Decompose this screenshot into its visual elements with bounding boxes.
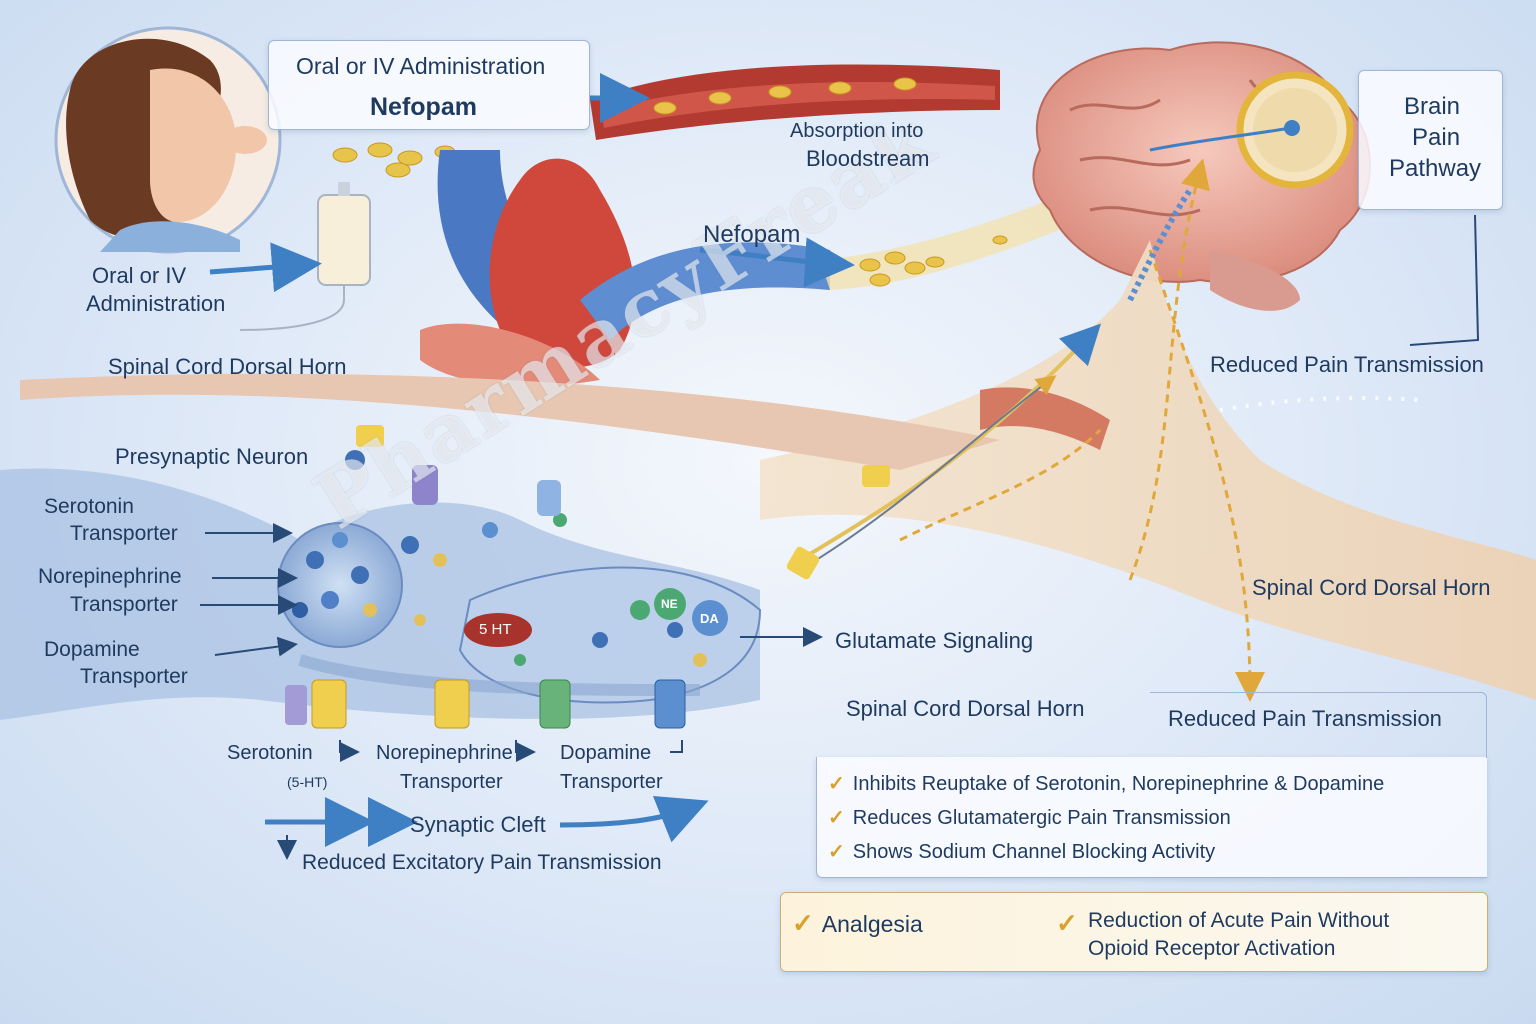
flow-arrows: [209, 73, 855, 847]
check-icon: ✓: [792, 908, 814, 938]
da-badge: DA: [700, 611, 719, 626]
brain-box-line2: Pain: [1412, 124, 1461, 151]
brain-illustration: [1032, 41, 1371, 311]
administration-title: Oral or IV Administration: [296, 53, 546, 79]
pills-cluster: [332, 142, 456, 178]
reduced-excitatory-label: Reduced Excitatory Pain Transmission: [302, 851, 662, 874]
ne-bottom-label-2: Transporter: [400, 771, 503, 793]
reduced-pain-label-top: Reduced Pain Transmission: [1210, 352, 1484, 377]
heart-vessels: [420, 150, 830, 386]
mechanism-item-1: ✓ Inhibits Reuptake of Serotonin, Norepin…: [828, 771, 1384, 796]
sert-label-2: Transporter: [70, 522, 178, 545]
da-bottom-label-1: Dopamine: [560, 742, 652, 764]
brain-box-line1: Brain: [1404, 93, 1461, 120]
mechanism-text-2: Reduces Glutamatergic Pain Transmission: [852, 807, 1231, 829]
mechanism-text-1: Inhibits Reuptake of Serotonin, Norepine…: [852, 773, 1385, 795]
check-icon: ✓: [828, 807, 845, 829]
drug-stream: [820, 180, 1110, 290]
dorsal-horn-label-right: Spinal Cord Dorsal Horn: [1252, 575, 1491, 600]
glutamate-label: Glutamate Signaling: [835, 628, 1034, 653]
iv-label-line1: Oral or IV: [92, 263, 187, 288]
5ht-badge: 5 HT: [479, 621, 512, 638]
net-label-2: Transporter: [70, 593, 178, 616]
mechanism-item-2: ✓ Reduces Glutamatergic Pain Transmission: [828, 805, 1231, 830]
dorsal-horn-label-top: Spinal Cord Dorsal Horn: [108, 354, 347, 379]
blood-vessel-top: [590, 64, 1000, 140]
presynaptic-label: Presynaptic Neuron: [115, 444, 309, 469]
sert-label-1: Serotonin: [44, 495, 134, 518]
outcome-analgesia: ✓ Analgesia: [792, 908, 923, 939]
neurotransmitter-vesicles: [292, 450, 707, 667]
dat-label-1: Dopamine: [44, 638, 140, 661]
analgesia-text: Analgesia: [821, 911, 923, 937]
serotonin-bottom-sub: (5-HT): [287, 774, 328, 790]
dat-label-2: Transporter: [80, 665, 188, 688]
check-icon: ✓: [828, 773, 845, 795]
check-icon: ✓: [1056, 908, 1078, 938]
pointer-lines: [200, 214, 1480, 860]
drug-name-title: Nefopam: [370, 93, 477, 121]
patient-portrait: [54, 26, 282, 254]
dorsal-horn-label-mid: Spinal Cord Dorsal Horn: [846, 696, 1085, 721]
mechanism-box: [816, 757, 1487, 878]
serotonin-bottom-label: Serotonin: [227, 742, 313, 764]
mechanism-box-top-border: [1150, 692, 1487, 758]
net-label-1: Norepinephrine: [38, 565, 182, 588]
synaptic-cleft-label: Synaptic Cleft: [410, 812, 546, 837]
iv-bag-illustration: [239, 182, 371, 331]
brain-pathway-box: [1358, 70, 1503, 210]
administration-box: [268, 40, 590, 130]
mechanism-text-3: Shows Sodium Channel Blocking Activity: [852, 841, 1216, 863]
pathway-arrows: [798, 158, 1421, 702]
bloodstream-drug-label: Nefopam: [703, 221, 801, 248]
outcome-reduction-line1: Reduction of Acute Pain Without: [1088, 909, 1390, 932]
spinal-cord: [20, 240, 1536, 700]
outcome-reduction-line2: Opioid Receptor Activation: [1088, 937, 1336, 960]
check-icon: ✓: [828, 841, 845, 863]
outcome-reduction-check: ✓: [1056, 908, 1086, 939]
mechanism-item-3: ✓ Shows Sodium Channel Blocking Activity: [828, 839, 1215, 864]
ne-badge: NE: [661, 597, 678, 611]
reduced-pain-label-mid: Reduced Pain Transmission: [1168, 706, 1442, 731]
absorption-label-line1: Absorption into: [790, 120, 924, 142]
ne-bottom-label-1: Norepinephrine: [376, 742, 513, 764]
brain-box-line3: Pathway: [1389, 155, 1482, 182]
absorption-label-line2: Bloodstream: [806, 146, 930, 171]
iv-label-line2: Administration: [86, 291, 226, 316]
membrane-transporters: [285, 425, 890, 729]
da-bottom-label-2: Transporter: [560, 771, 663, 793]
outcome-box: [780, 892, 1488, 972]
neurotransmitter-badges: [464, 588, 728, 647]
